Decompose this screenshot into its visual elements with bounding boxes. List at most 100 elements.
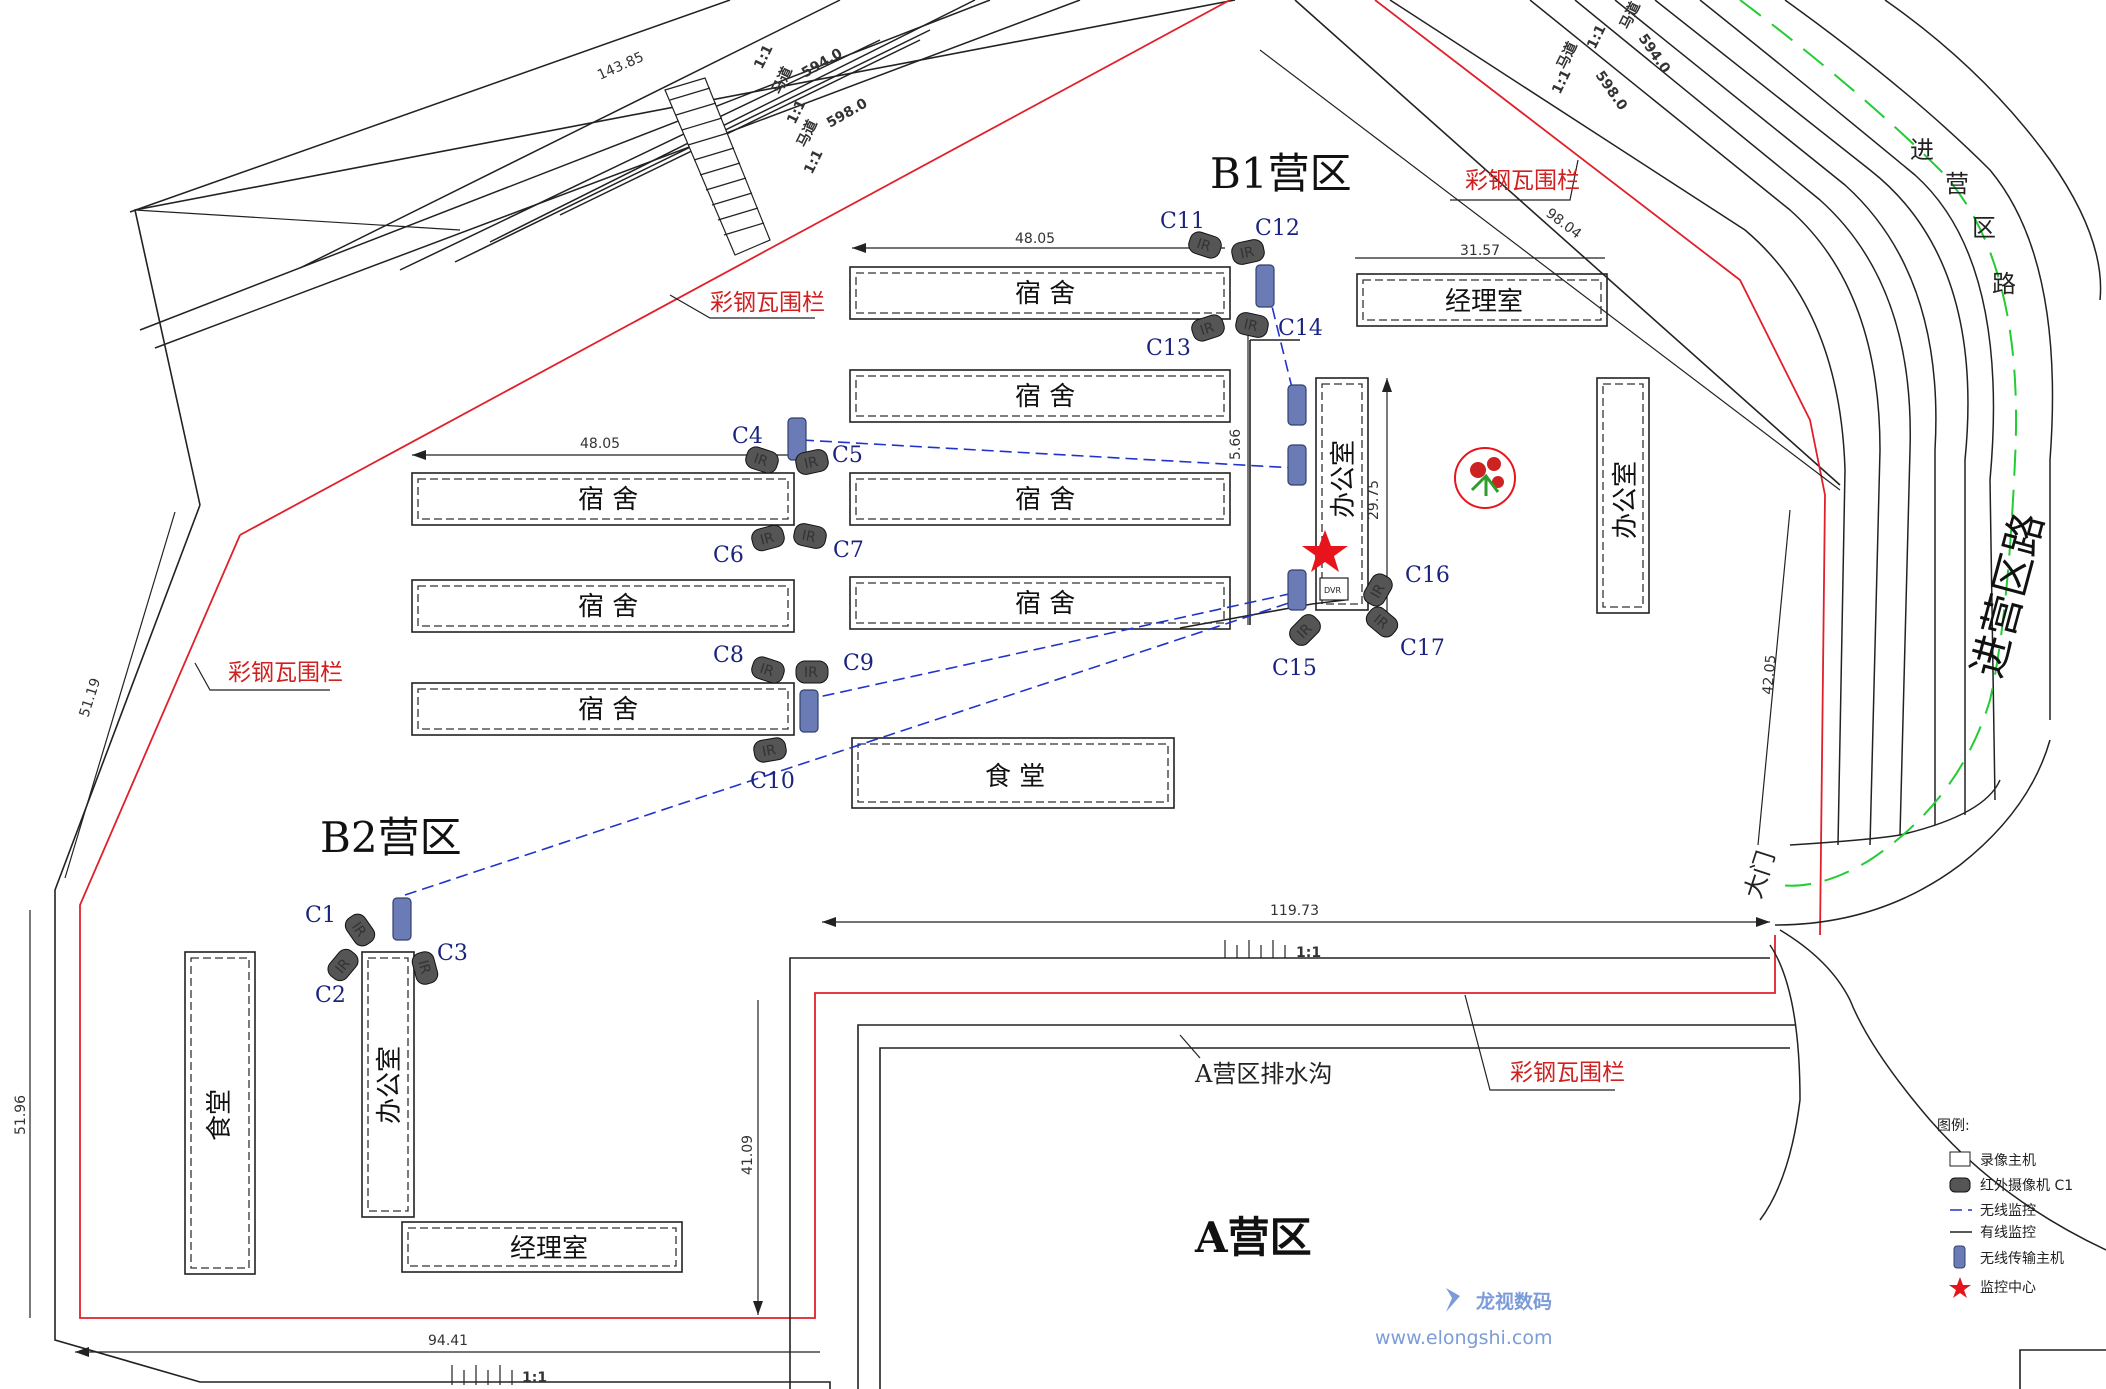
camera-c5: IR bbox=[795, 449, 829, 475]
upper-left-road: 143.85 1:1 马道 594.0 1:1 马道 598.0 1:1 bbox=[129, 0, 1081, 349]
b2-canteen: 食堂 bbox=[205, 1089, 235, 1141]
dim-51-19: 51.19 bbox=[77, 676, 105, 719]
camera-labels: C1 C2 C3 C4 C5 C6 C7 C8 C9 C10 C11 C12 C… bbox=[305, 209, 1450, 1008]
camera-c1: IR bbox=[344, 913, 376, 947]
dim-31-57: 31.57 bbox=[1460, 243, 1500, 259]
svg-text:IR: IR bbox=[761, 742, 778, 760]
a-zone-area: A营区排水沟 A营区 1:1 1:1 bbox=[451, 940, 2106, 1389]
camera-c3: IR bbox=[411, 951, 439, 985]
dim-51-96: 51.96 bbox=[13, 1095, 29, 1135]
fence-label-1: 彩钢瓦围栏 bbox=[710, 290, 825, 316]
watermark-brand: 龙视数码 bbox=[1476, 1290, 1552, 1313]
transmitter-b1-mid2 bbox=[1287, 444, 1307, 486]
slope-label-3: 1:1 bbox=[801, 147, 826, 177]
b1-office-right: 办公室 bbox=[1611, 461, 1641, 539]
dvr-label: DVR bbox=[1324, 586, 1341, 595]
west-dorm-2: 宿 舍 bbox=[578, 592, 638, 622]
label-c13: C13 bbox=[1146, 336, 1191, 361]
label-c12: C12 bbox=[1255, 216, 1300, 241]
legend-center: 监控中心 bbox=[1980, 1280, 2036, 1296]
b1-dorm-3: 宿 舍 bbox=[1015, 485, 1075, 515]
dimension-lines: 48.05 48.05 31.57 5.66 29.75 42.05 119.7… bbox=[13, 231, 1791, 1357]
legend-title: 图例: bbox=[1937, 1118, 1970, 1134]
b1-manager-office: 经理室 bbox=[1445, 287, 1523, 317]
transmitter-b1-mid1 bbox=[1287, 384, 1307, 426]
svg-text:IR: IR bbox=[804, 665, 818, 681]
west-dorm-3: 宿 舍 bbox=[578, 695, 638, 725]
wireless-transmitters bbox=[392, 264, 1307, 941]
fence-label-2: 彩钢瓦围栏 bbox=[1465, 168, 1580, 194]
camera-c8: IR bbox=[751, 656, 785, 684]
watermark: 龙视数码 www.elongshi.com bbox=[1375, 1288, 1552, 1349]
camera-c12: IR bbox=[1231, 239, 1265, 265]
camera-c2: IR bbox=[327, 948, 359, 982]
svg-text:IR: IR bbox=[1195, 236, 1213, 256]
slope-r1: 1:1 bbox=[1584, 22, 1609, 52]
label-c5: C5 bbox=[832, 443, 863, 468]
zone-a-label: A营区 bbox=[1194, 1213, 1312, 1262]
label-c10: C10 bbox=[750, 769, 795, 794]
svg-text:IR: IR bbox=[1239, 244, 1256, 263]
gate-label: 大门 bbox=[1739, 848, 1780, 902]
watermark-url: www.elongshi.com bbox=[1375, 1327, 1552, 1349]
camera-c16: IR bbox=[1363, 573, 1393, 607]
transmitter-b1-top bbox=[1255, 264, 1275, 308]
camera-c4: IR bbox=[745, 446, 779, 474]
b1-dorm-2: 宿 舍 bbox=[1015, 382, 1075, 412]
label-c9: C9 bbox=[843, 651, 874, 676]
entry-road-char-2: 营 bbox=[1945, 170, 1969, 198]
label-c14: C14 bbox=[1278, 316, 1323, 341]
elev-598: 598.0 bbox=[824, 95, 871, 131]
site-boundary bbox=[54, 0, 1841, 1389]
legend-wired: 有线监控 bbox=[1980, 1225, 2036, 1241]
camera-c6: IR bbox=[751, 524, 785, 552]
crosswalk bbox=[664, 77, 771, 256]
zone-b1-label: B1营区 bbox=[1210, 149, 1352, 198]
svg-text:IR: IR bbox=[758, 530, 776, 549]
camera-c15: IR bbox=[1289, 614, 1321, 646]
label-c17: C17 bbox=[1400, 636, 1445, 661]
fence-label-4: 彩钢瓦围栏 bbox=[1510, 1060, 1625, 1086]
brand-logo-icon bbox=[1446, 1288, 1460, 1312]
monitoring-center: DVR bbox=[1302, 530, 1349, 601]
label-c4: C4 bbox=[732, 424, 763, 449]
lane-r2: 马道 bbox=[1553, 39, 1581, 72]
legend-camera-icon bbox=[1949, 1177, 1971, 1193]
dim-48-05-top: 48.05 bbox=[1015, 231, 1055, 247]
legend: 图例: 录像主机 红外摄像机 C1 无线监控 有线监控 无线传输主机 监控中心 bbox=[1937, 1118, 2073, 1298]
camera-c9: IR bbox=[795, 660, 829, 684]
dvr-box bbox=[1319, 577, 1349, 601]
label-c16: C16 bbox=[1405, 563, 1450, 588]
svg-text:IR: IR bbox=[803, 454, 820, 473]
svg-text:IR: IR bbox=[758, 661, 776, 681]
entry-road-char-4: 路 bbox=[1992, 270, 2016, 298]
legend-center-star-icon bbox=[1949, 1277, 1971, 1298]
b1-dorm-4: 宿 舍 bbox=[1015, 589, 1075, 619]
west-dorm-1: 宿 舍 bbox=[578, 485, 638, 515]
slope-label: 1:1 bbox=[751, 42, 776, 72]
camera-c11: IR bbox=[1188, 231, 1222, 259]
svg-text:IR: IR bbox=[414, 958, 433, 976]
camera-c13: IR bbox=[1191, 314, 1225, 342]
camera-c17: IR bbox=[1365, 606, 1399, 638]
camera-c7: IR bbox=[793, 523, 827, 549]
steel-fence bbox=[79, 0, 1826, 1319]
transmitter-b2 bbox=[392, 897, 412, 941]
dim-119-73: 119.73 bbox=[1270, 903, 1319, 919]
legend-wireless: 无线监控 bbox=[1980, 1203, 2036, 1219]
slope-marks-a: 1:1 1:1 bbox=[451, 940, 1321, 1386]
monitoring-center-star bbox=[1302, 530, 1348, 572]
svg-text:IR: IR bbox=[1242, 316, 1259, 335]
legend-transmitter-icon bbox=[1953, 1245, 1966, 1269]
b1-office: 办公室 bbox=[1329, 440, 1359, 518]
label-c6: C6 bbox=[713, 543, 744, 568]
elev-r2: 598.0 bbox=[1592, 68, 1631, 114]
slope-a: 1:1 bbox=[1296, 945, 1321, 961]
legend-transmitter: 无线传输主机 bbox=[1980, 1251, 2064, 1267]
fence-label-3: 彩钢瓦围栏 bbox=[228, 660, 343, 686]
label-c8: C8 bbox=[713, 643, 744, 668]
b2-manager-office: 经理室 bbox=[510, 1234, 588, 1264]
camera-c10: IR bbox=[753, 737, 787, 763]
label-c2: C2 bbox=[315, 983, 346, 1008]
